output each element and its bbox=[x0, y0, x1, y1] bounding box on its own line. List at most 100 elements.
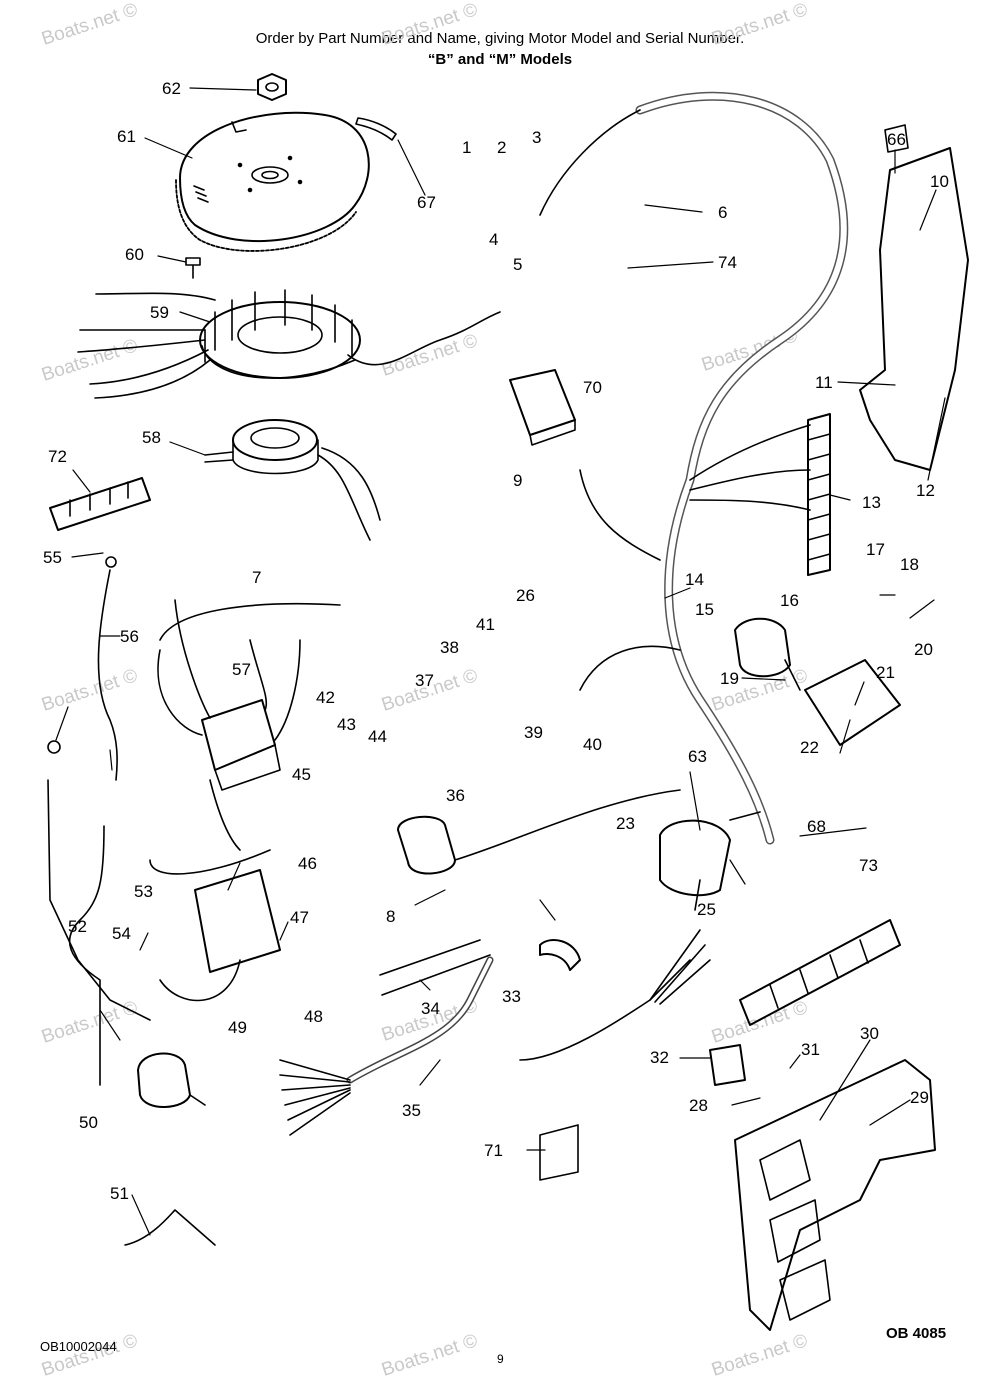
plate-part bbox=[804, 659, 901, 746]
callout-label: 55 bbox=[43, 548, 62, 567]
callout-label: 59 bbox=[150, 303, 169, 322]
callout-label: 39 bbox=[524, 723, 543, 742]
callout-label: 42 bbox=[316, 688, 335, 707]
callout-label: 16 bbox=[780, 591, 799, 610]
callout-label: 56 bbox=[120, 627, 139, 646]
callout-label: 44 bbox=[368, 727, 387, 746]
callout-label: 33 bbox=[502, 987, 521, 1006]
terminal-block-part bbox=[739, 919, 901, 1026]
callout-label: 18 bbox=[900, 555, 919, 574]
callout-label: 19 bbox=[720, 669, 739, 688]
callout-label: 38 bbox=[440, 638, 459, 657]
callout-label: 15 bbox=[695, 600, 714, 619]
terminal-block-part bbox=[49, 477, 151, 531]
callout-label: 28 bbox=[689, 1096, 708, 1115]
flywheel-part bbox=[175, 111, 370, 252]
nut-part bbox=[47, 740, 61, 754]
callout-label: 1 bbox=[462, 138, 471, 157]
callout-label: 30 bbox=[860, 1024, 879, 1043]
callout-labels: 1 2 3 4 5 6 74 62 61 67 60 59 66 10 11 1… bbox=[43, 79, 949, 1203]
callout-label: 50 bbox=[79, 1113, 98, 1132]
callout-label: 58 bbox=[142, 428, 161, 447]
callout-label: 12 bbox=[916, 481, 935, 500]
callout-label: 13 bbox=[862, 493, 881, 512]
capacitor-part bbox=[397, 789, 681, 875]
switch-box-part bbox=[157, 599, 341, 851]
callout-label: 6 bbox=[718, 203, 727, 222]
callout-label: 3 bbox=[532, 128, 541, 147]
header-title: Order by Part Number and Name, giving Mo… bbox=[255, 30, 745, 47]
callout-label: 54 bbox=[112, 924, 131, 943]
callout-label: 11 bbox=[815, 373, 833, 392]
callout-label: 40 bbox=[583, 735, 602, 754]
callout-label: 47 bbox=[290, 908, 309, 927]
callout-label: 23 bbox=[616, 814, 635, 833]
callout-label: 9 bbox=[513, 471, 522, 490]
callout-label: 10 bbox=[930, 172, 949, 191]
lead-wire-part bbox=[124, 1209, 216, 1246]
callout-label: 8 bbox=[386, 907, 395, 926]
key-switch-part bbox=[734, 617, 801, 691]
callout-label: 73 bbox=[859, 856, 878, 875]
rectifier-part bbox=[509, 369, 576, 446]
callout-label: 46 bbox=[298, 854, 317, 873]
mount-plate-part bbox=[734, 1059, 936, 1331]
bracket-part bbox=[68, 825, 105, 1086]
callout-label: 72 bbox=[48, 447, 67, 466]
callout-label: 43 bbox=[337, 715, 356, 734]
key-part bbox=[355, 117, 397, 141]
isolator-part bbox=[709, 1044, 746, 1086]
callout-label: 57 bbox=[232, 660, 251, 679]
callout-label: 25 bbox=[697, 900, 716, 919]
callout-label: 52 bbox=[68, 917, 87, 936]
bracket-part bbox=[859, 124, 969, 471]
callout-label: 14 bbox=[685, 570, 704, 589]
callout-label: 71 bbox=[484, 1141, 503, 1160]
screw-part bbox=[185, 257, 201, 279]
nut-part bbox=[257, 73, 287, 101]
callout-label: 35 bbox=[402, 1101, 421, 1120]
callout-label: 70 bbox=[583, 378, 602, 397]
callout-label: 34 bbox=[421, 999, 440, 1018]
callout-label: 22 bbox=[800, 738, 819, 757]
lead-wire-part bbox=[97, 569, 118, 781]
callout-label: 45 bbox=[292, 765, 311, 784]
callout-label: 66 bbox=[887, 130, 906, 149]
callout-label: 49 bbox=[228, 1018, 247, 1037]
leader-lines bbox=[55, 87, 946, 1236]
terminal-block-part bbox=[807, 413, 831, 576]
callout-label: 21 bbox=[876, 663, 895, 682]
buzzer-part bbox=[137, 1052, 206, 1108]
callout-label: 20 bbox=[914, 640, 933, 659]
callout-label: 74 bbox=[718, 253, 737, 272]
callout-label: 51 bbox=[110, 1184, 129, 1203]
cable-harness-part bbox=[539, 91, 849, 845]
callout-label: 29 bbox=[910, 1088, 929, 1107]
callout-label: 2 bbox=[497, 138, 506, 157]
callout-label: 31 bbox=[801, 1040, 820, 1059]
solenoid-part bbox=[659, 811, 761, 911]
callout-label: 37 bbox=[415, 671, 434, 690]
power-pack-part bbox=[149, 849, 281, 1002]
callout-label: 17 bbox=[866, 540, 885, 559]
callout-label: 41 bbox=[476, 615, 495, 634]
decal-part bbox=[539, 1124, 579, 1181]
cable-part bbox=[279, 929, 711, 1136]
lead-terminal bbox=[105, 556, 117, 568]
footer-right-code: OB 4085 bbox=[886, 1325, 947, 1342]
header-subtitle: “B” and “M” Models bbox=[427, 51, 573, 68]
callout-label: 67 bbox=[417, 193, 436, 212]
callout-label: 5 bbox=[513, 255, 522, 274]
callout-label: 32 bbox=[650, 1048, 669, 1067]
callout-label: 61 bbox=[117, 127, 136, 146]
callout-label: 68 bbox=[807, 817, 826, 836]
callout-label: 62 bbox=[162, 79, 181, 98]
clamp-part bbox=[539, 939, 581, 971]
stator-part bbox=[77, 289, 501, 399]
callout-label: 26 bbox=[516, 586, 535, 605]
callout-label: 36 bbox=[446, 786, 465, 805]
callout-label: 4 bbox=[489, 230, 498, 249]
callout-label: 60 bbox=[125, 245, 144, 264]
footer-left-code: OB10002044 bbox=[40, 1339, 117, 1354]
